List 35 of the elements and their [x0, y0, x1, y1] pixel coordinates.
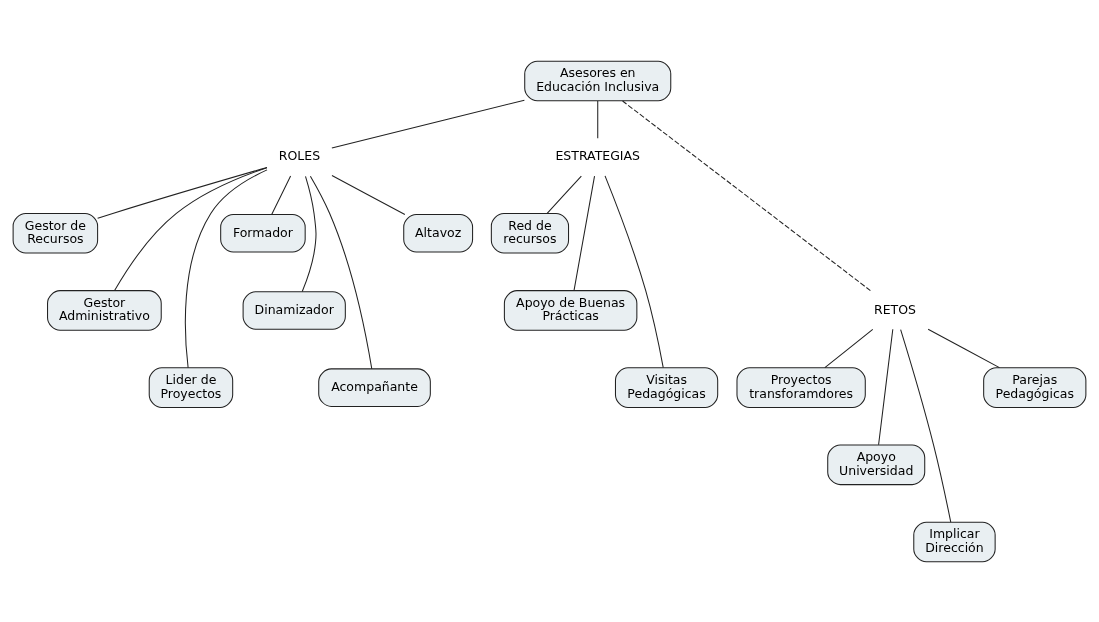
connector [114, 166, 268, 291]
node-box: Proyectos transforamdores [736, 366, 866, 408]
node-box: Visitas Pedagógicas [614, 366, 719, 408]
connector [271, 175, 292, 215]
connector [97, 166, 268, 219]
connector [927, 328, 1000, 368]
node-box: Formador [220, 213, 306, 253]
node-box: Red de recursos [490, 212, 570, 254]
connector [622, 100, 873, 292]
connector [301, 175, 317, 292]
node-box: Lider de Proyectos [148, 366, 234, 408]
connector [824, 328, 874, 368]
node-box: Apoyo de Buenas Prácticas [503, 289, 638, 331]
node-box: Apoyo Universidad [827, 444, 926, 485]
connector [597, 100, 599, 139]
connector [900, 328, 952, 523]
node-box: Altavoz [403, 213, 474, 253]
node-box: Dinamizador [242, 290, 346, 330]
node-box: Acompañante [318, 367, 431, 407]
connector [604, 174, 664, 368]
connector [331, 99, 525, 149]
connector [331, 174, 406, 215]
node-text: ESTRATEGIAS [555, 147, 641, 163]
connector [546, 175, 582, 214]
node-box: Parejas Pedagógicas [983, 366, 1087, 408]
node-box: Asesores en Educación Inclusiva [524, 60, 672, 101]
connector [309, 175, 373, 369]
node-box: Gestor Administrativo [47, 289, 162, 331]
connector [573, 175, 596, 291]
node-text: ROLES [278, 147, 321, 163]
node-box: Gestor de Recursos [12, 212, 99, 254]
connector [878, 328, 894, 445]
connector [184, 168, 268, 368]
node-box: Implicar Dirección [913, 521, 996, 562]
node-text: RETOS [874, 301, 916, 317]
